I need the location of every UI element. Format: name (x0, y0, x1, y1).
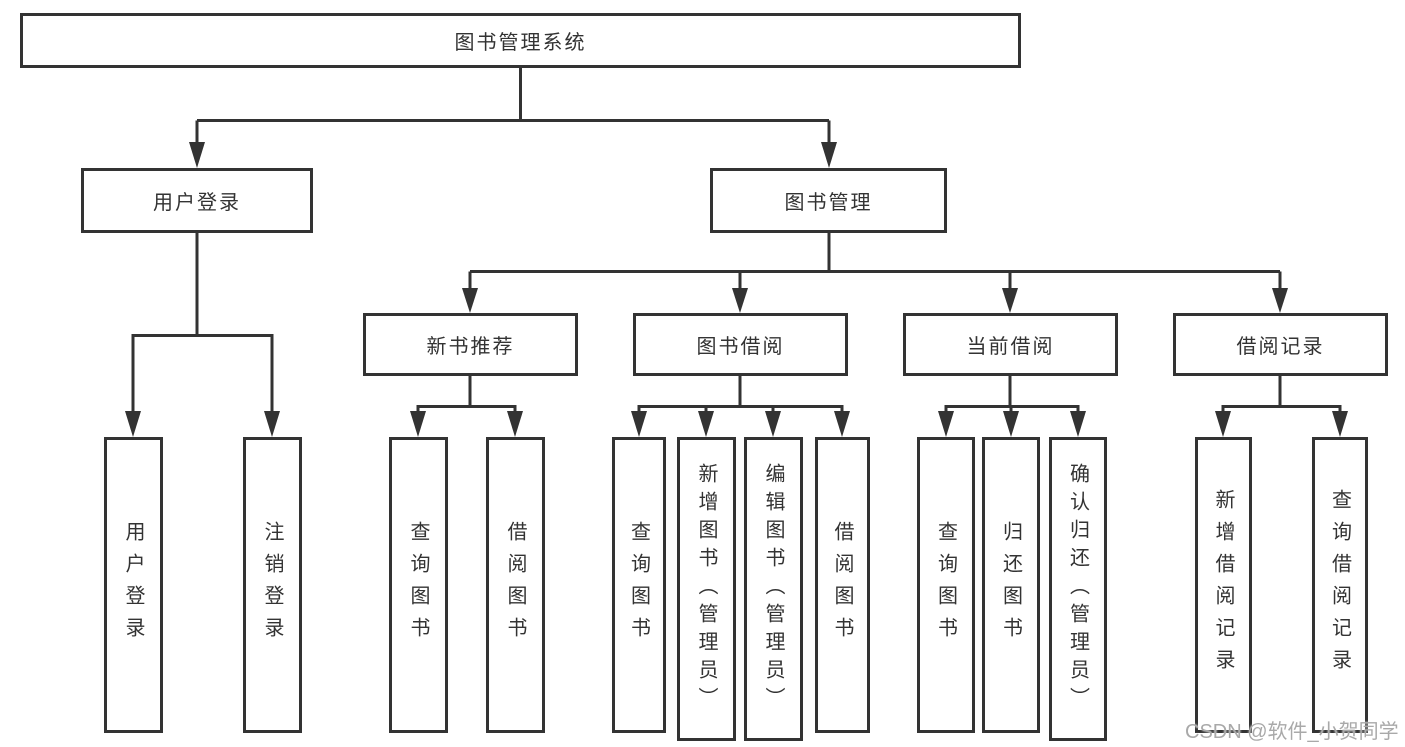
leaf-records-add-record-label: 新增借阅记录 (1212, 489, 1234, 681)
leaf-borrowing-edit-books-admin-label: 编辑图书（管理员） (762, 463, 784, 715)
node-current-borrowing-label: 当前借阅 (966, 336, 1055, 358)
leaf-records-query-record: 查询借阅记录 (1312, 437, 1368, 733)
csdn-watermark: CSDN @软件_小贺同学 (1185, 721, 1399, 743)
leaf-borrowing-query-books-label: 查询图书 (627, 521, 650, 649)
leaf-current-return-books: 归还图书 (982, 437, 1040, 733)
node-new-book-recommend-label: 新书推荐 (426, 336, 515, 358)
node-book-borrowing: 图书借阅 (633, 313, 848, 376)
node-user-login-label: 用户登录 (153, 192, 241, 214)
node-root-system: 图书管理系统 (20, 13, 1021, 68)
leaf-borrowing-query-books: 查询图书 (612, 437, 666, 733)
leaf-borrowing-edit-books-admin: 编辑图书（管理员） (744, 437, 803, 741)
leaf-recommend-borrow-books: 借阅图书 (486, 437, 545, 733)
leaf-logout-label: 注销登录 (261, 521, 283, 649)
node-current-borrowing: 当前借阅 (903, 313, 1118, 376)
leaf-current-confirm-return-admin-label: 确认归还（管理员） (1066, 463, 1089, 715)
leaf-records-add-record: 新增借阅记录 (1195, 437, 1252, 733)
leaf-recommend-query-books-label: 查询图书 (407, 521, 429, 649)
node-new-book-recommend: 新书推荐 (363, 313, 578, 376)
node-borrowing-records: 借阅记录 (1173, 313, 1388, 376)
leaf-borrowing-add-books-admin: 新增图书（管理员） (677, 437, 736, 741)
leaf-borrowing-borrow-books-label: 借阅图书 (831, 521, 853, 649)
leaf-logout: 注销登录 (243, 437, 302, 733)
leaf-user-login-label: 用户登录 (122, 521, 144, 649)
leaf-current-query-books-label: 查询图书 (934, 521, 957, 649)
leaf-recommend-borrow-books-label: 借阅图书 (504, 521, 526, 649)
leaf-recommend-query-books: 查询图书 (389, 437, 448, 733)
leaf-user-login: 用户登录 (104, 437, 163, 733)
leaf-current-confirm-return-admin: 确认归还（管理员） (1049, 437, 1107, 741)
node-book-management-label: 图书管理 (784, 192, 873, 214)
leaf-borrowing-add-books-admin-label: 新增图书（管理员） (695, 463, 717, 715)
node-root-system-label: 图书管理系统 (454, 32, 587, 54)
node-book-management: 图书管理 (710, 168, 947, 233)
node-user-login: 用户登录 (81, 168, 313, 233)
leaf-current-query-books: 查询图书 (917, 437, 975, 733)
leaf-current-return-books-label: 归还图书 (999, 521, 1022, 649)
node-book-borrowing-label: 图书借阅 (696, 336, 785, 358)
leaf-borrowing-borrow-books: 借阅图书 (815, 437, 870, 733)
arrowhead-icons (125, 142, 1348, 437)
node-borrowing-records-label: 借阅记录 (1236, 336, 1325, 358)
leaf-records-query-record-label: 查询借阅记录 (1328, 489, 1351, 681)
